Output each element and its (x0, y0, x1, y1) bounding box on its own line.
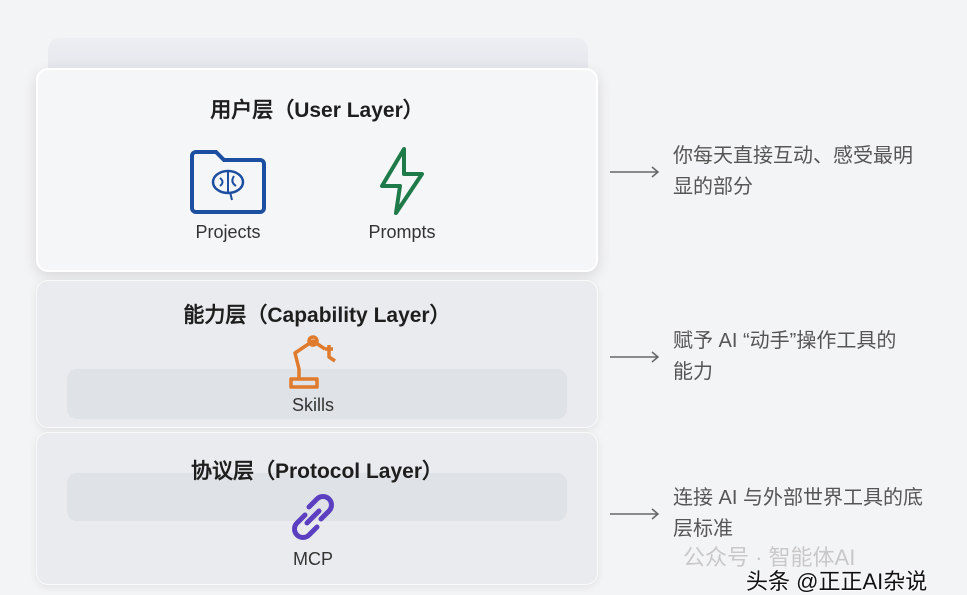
skills-item: Skills (263, 335, 363, 416)
projects-label: Projects (195, 222, 261, 242)
protocol-layer-card: 协议层（Protocol Layer） MCP (36, 432, 598, 585)
user-layer-title: 用户层（User Layer） (210, 99, 424, 122)
wechat-watermark: 公众号 · 智能体AI (683, 545, 856, 570)
capability-layer-description: 赋予 AI “动手”操作工具的能力 (673, 330, 897, 383)
capability-layer-title: 能力层（Capability Layer） (183, 304, 451, 327)
skills-label: Skills (291, 395, 334, 415)
arrow-icon (610, 351, 660, 363)
capability-layer-card: 能力层（Capability Layer） Skills (36, 280, 598, 428)
protocol-layer-title: 协议层（Protocol Layer） (190, 460, 444, 483)
projects-item: Projects (178, 148, 278, 243)
mcp-label: MCP (293, 549, 333, 569)
brain-folder-icon (190, 150, 266, 214)
arrow-icon (610, 166, 660, 178)
prompts-item: Prompts (352, 146, 452, 243)
prompts-label: Prompts (368, 222, 436, 242)
arrow-icon (610, 508, 660, 520)
toutiao-watermark: 头条 @正正AI杂说 (746, 569, 928, 594)
user-layer-card: 用户层（User Layer） Projects Prompts (36, 68, 598, 272)
protocol-layer-description: 连接 AI 与外部世界工具的底层标准 (673, 487, 924, 540)
link-icon (292, 494, 334, 540)
robot-arm-icon (289, 335, 336, 389)
user-layer-description: 你每天直接互动、感受最明显的部分 (673, 145, 913, 198)
lightning-icon (380, 147, 424, 215)
mcp-item: MCP (263, 491, 363, 570)
